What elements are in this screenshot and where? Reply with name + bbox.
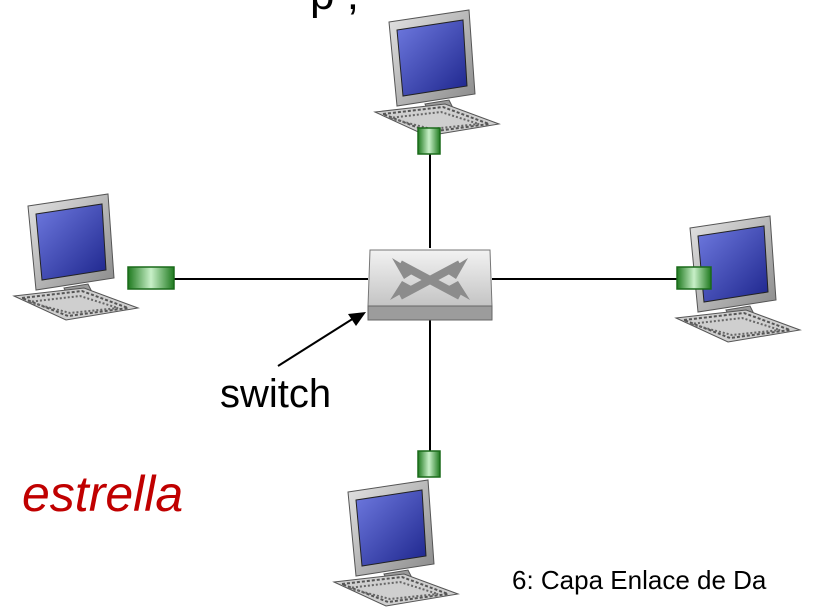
connector-icon-top bbox=[417, 127, 441, 155]
title-fragment: p , bbox=[310, 0, 359, 20]
switch-pointer-arrow bbox=[277, 312, 366, 367]
computer-icon-top bbox=[374, 9, 500, 137]
connector-icon-left bbox=[127, 266, 175, 290]
connector-icon-bottom bbox=[417, 450, 441, 478]
computer-icon-bottom bbox=[333, 479, 459, 607]
connector-icon-right bbox=[676, 266, 712, 290]
topology-label: estrella bbox=[22, 466, 184, 522]
slide-footer: 6: Capa Enlace de Da bbox=[512, 565, 767, 595]
switch-label: switch bbox=[220, 372, 332, 416]
computer-icon-left bbox=[13, 193, 139, 321]
switch-icon bbox=[367, 249, 493, 321]
